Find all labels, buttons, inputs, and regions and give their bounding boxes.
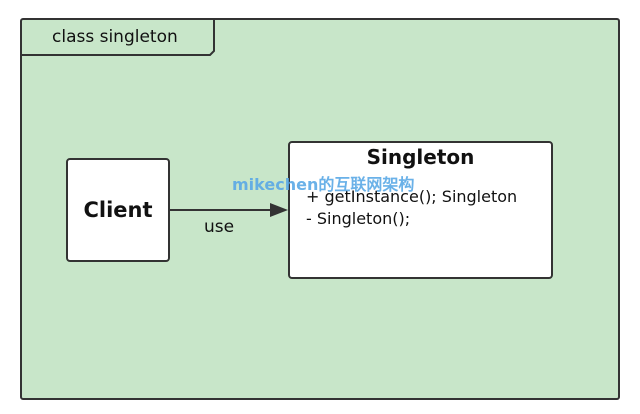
class-member: + getInstance(); Singleton	[306, 187, 518, 206]
frame-tab-outline	[21, 19, 215, 56]
class-name: Singleton	[366, 145, 475, 169]
association-label: use	[204, 217, 235, 237]
client-label: Client	[83, 198, 153, 222]
client-class-box[interactable]: Client	[66, 158, 170, 262]
frame-title: class singleton	[52, 27, 178, 47]
singleton-class-box[interactable]: Singleton + getInstance(); Singleton - S…	[288, 141, 553, 279]
arrowhead-icon	[270, 203, 288, 217]
watermark-text: mikechen的互联网架构	[232, 175, 415, 194]
class-member: - Singleton();	[306, 209, 411, 228]
frame-tab	[20, 18, 216, 56]
